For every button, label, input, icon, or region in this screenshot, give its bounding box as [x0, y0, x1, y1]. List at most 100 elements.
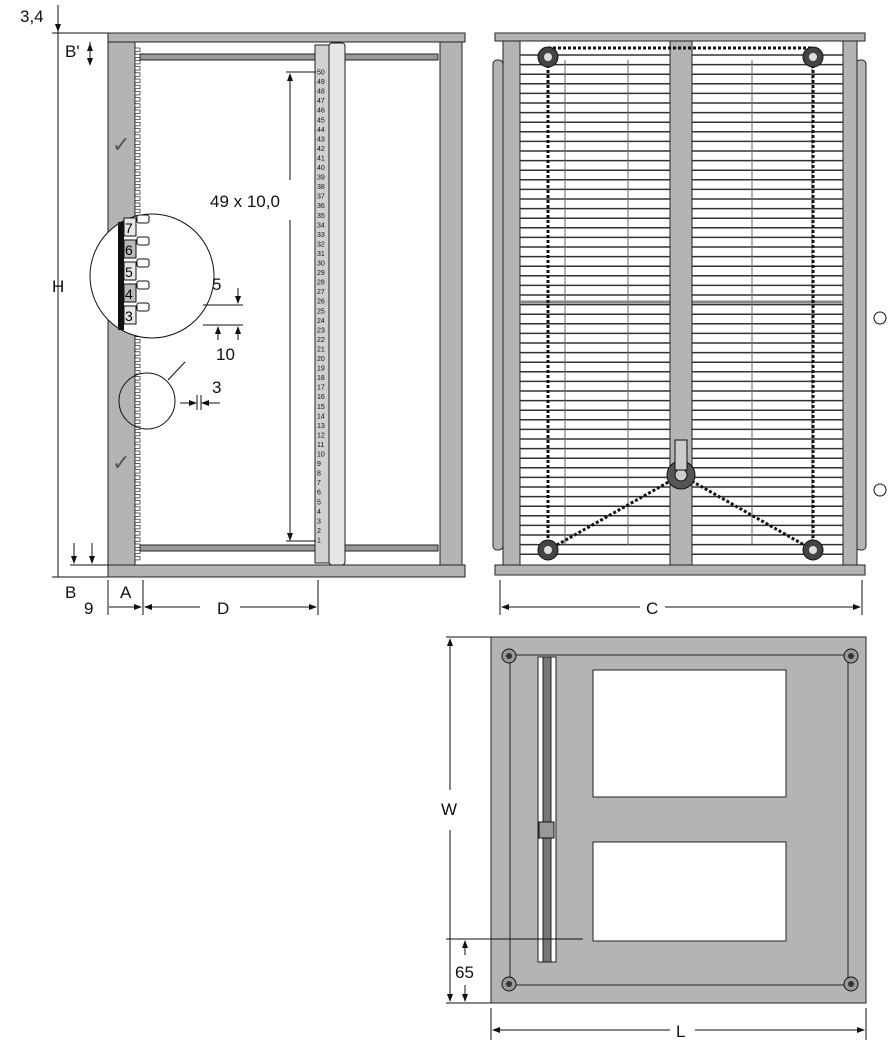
slot-tooth: [134, 97, 141, 102]
slot-number: 8: [317, 471, 321, 478]
threaded-rod-bottom: [139, 544, 439, 552]
top-rail: [107, 32, 466, 43]
slot-tooth: [134, 401, 141, 406]
front-left-post: [502, 40, 521, 566]
sliding-guide: [328, 42, 346, 566]
magnified-slot-number: 7: [125, 220, 133, 236]
slot-tooth: [134, 419, 141, 424]
slot-number: 13: [317, 423, 325, 430]
front-view: C: [492, 32, 887, 618]
lock-slot: [674, 439, 688, 471]
slot-tooth: [134, 394, 141, 400]
magnified-slot: [123, 239, 137, 259]
magnified-slot: [123, 283, 137, 303]
slot-tooth: [134, 208, 141, 214]
slot-number: 15: [317, 404, 325, 411]
slot-tooth: [134, 407, 141, 412]
threaded-rod-top: [139, 53, 439, 61]
slot-tooth: [134, 506, 141, 511]
slot-number: 27: [317, 289, 325, 296]
slot-number: 6: [317, 490, 321, 497]
slot-number: 32: [317, 241, 325, 248]
magnified-slot: [123, 261, 137, 281]
magnified-slot: [123, 217, 137, 237]
slot-tooth: [134, 115, 141, 121]
slot-number: 49: [317, 79, 325, 86]
slot-numbers: 1234567891011121314151617181920212223242…: [317, 70, 325, 545]
magnified-slot-number: 5: [125, 264, 133, 280]
slot-number: 12: [317, 432, 325, 439]
slot-number: 42: [317, 146, 325, 153]
slot-number: 38: [317, 184, 325, 191]
slot-number: 45: [317, 117, 325, 124]
slot-tooth: [134, 549, 141, 555]
front-center-post: [669, 40, 693, 566]
side-view: 1234567891011121314151617181920212223242…: [20, 5, 466, 618]
slot-tooth: [134, 388, 141, 393]
lead-screw: [542, 656, 552, 963]
slot-tooth: [134, 60, 141, 65]
slot-tooth: [134, 196, 141, 201]
hook-icon: ✓: [112, 450, 130, 475]
slot-number: 9: [317, 461, 321, 468]
slot-tooth: [134, 190, 141, 195]
slot-number: 36: [317, 203, 325, 210]
slot-tooth: [134, 376, 141, 381]
bottom-9-label: 9: [84, 599, 93, 618]
slot-tooth: [134, 370, 141, 375]
slot-tooth: [134, 122, 141, 127]
slot-tooth: [134, 165, 141, 170]
slot-tooth: [134, 103, 141, 108]
slot-tooth: [134, 177, 141, 183]
magnified-tooth: [136, 236, 150, 246]
slot-tooth: [134, 469, 141, 474]
slot-number: 40: [317, 165, 325, 172]
slot-tooth: [134, 53, 141, 59]
magnified-tooth: [136, 214, 150, 224]
detail-5-label: 5: [212, 275, 221, 294]
slot-number: 41: [317, 155, 325, 162]
front-top-rail: [494, 32, 866, 42]
slot-number: 23: [317, 327, 325, 334]
slot-tooth: [134, 500, 141, 505]
slot-number: 26: [317, 299, 325, 306]
top-offset-label: 3,4: [20, 7, 44, 26]
slot-tooth: [134, 543, 141, 548]
c-label: C: [646, 599, 658, 618]
front-left-edge: [492, 59, 504, 551]
slot-tooth: [134, 525, 141, 530]
slot-number: 1: [317, 538, 321, 545]
slot-tooth: [134, 481, 141, 486]
corner-bolts: [501, 648, 859, 992]
slot-tooth: [134, 438, 141, 443]
slot-number: 10: [317, 452, 325, 459]
detail-circle: [118, 372, 176, 430]
pitch-label: 49 x 10,0: [210, 192, 280, 211]
slot-number: 24: [317, 318, 325, 325]
slot-number: 14: [317, 413, 325, 420]
slot-number: 39: [317, 175, 325, 182]
top-view: W 65 L: [441, 636, 867, 1041]
screw-carriage: [538, 821, 555, 839]
slot-number: 31: [317, 251, 325, 258]
slot-tooth: [134, 66, 141, 71]
slot-tooth: [134, 78, 141, 83]
b-label: B: [65, 583, 76, 602]
slot-number: 3: [317, 518, 321, 525]
l-label: L: [676, 1022, 685, 1041]
slot-number: 11: [317, 442, 324, 449]
magnified-slot-number: 4: [125, 286, 133, 302]
slot-tooth: [134, 432, 141, 437]
slot-tooth: [134, 202, 141, 207]
slot-number: 25: [317, 308, 325, 315]
slot-number: 18: [317, 375, 325, 382]
slot-tooth: [134, 134, 141, 139]
slot-tooth: [134, 413, 141, 418]
slot-number: 28: [317, 280, 325, 287]
slot-tooth: [134, 531, 141, 536]
slot-number: 19: [317, 366, 325, 373]
slot-tooth: [134, 109, 141, 114]
opening-top: [592, 669, 787, 798]
